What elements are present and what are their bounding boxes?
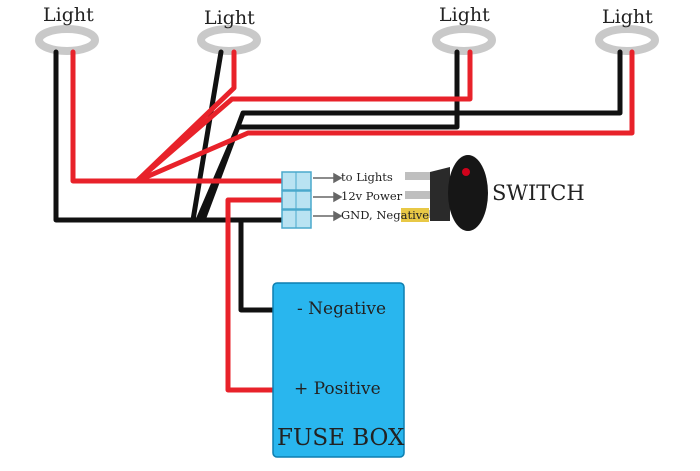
- light-label-4: Light: [602, 6, 653, 28]
- rocker-switch: [430, 155, 488, 231]
- light-ring-3: [432, 25, 496, 55]
- pin-label-gnd-negative: GND, Negative: [341, 208, 430, 222]
- pin-label-12v-power: 12v Power: [341, 189, 403, 203]
- black-wire-light-1: [53, 49, 285, 223]
- red-wire-fuse-positive: [225, 197, 295, 393]
- light-label-2: Light: [204, 7, 255, 29]
- fuse-box: [272, 282, 405, 458]
- black-wire-light-2: [190, 49, 224, 223]
- pin-label-to-lights: to Lights: [341, 170, 393, 184]
- light-label-3: Light: [439, 4, 490, 26]
- light-label-1: Light: [43, 4, 94, 26]
- pin-label-gnd-highlight: ative: [400, 208, 430, 222]
- light-ring-1: [35, 25, 99, 55]
- red-wire-light-4: [134, 49, 635, 184]
- black-wire-light-4: [200, 49, 623, 223]
- fuse-negative-label: - Negative: [297, 299, 387, 319]
- switch-label: SWITCH: [492, 181, 585, 205]
- fuse-positive-label: + Positive: [294, 379, 381, 399]
- connector-block: [281, 171, 312, 229]
- light-ring-4: [595, 25, 659, 55]
- switch-led-icon: [462, 168, 470, 176]
- red-wire-light-3: [134, 49, 473, 184]
- fuse-box-title: FUSE BOX: [277, 425, 405, 451]
- light-ring-2: [197, 25, 261, 55]
- red-wire-light-1: [70, 49, 285, 184]
- pin-label-gnd-plain: GND, Neg: [341, 208, 401, 222]
